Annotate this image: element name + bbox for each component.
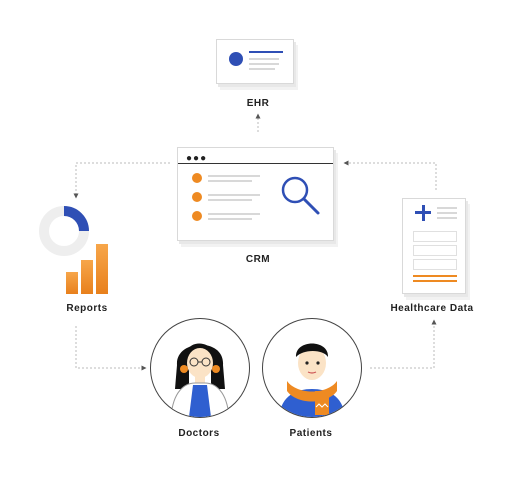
connector-healthcare-crm bbox=[343, 160, 437, 190]
patients-label: Patients bbox=[289, 428, 333, 439]
doctor-avatar-icon bbox=[150, 318, 250, 418]
donut-chart-icon bbox=[39, 206, 89, 256]
medical-document-icon bbox=[402, 198, 466, 294]
crm-label: CRM bbox=[245, 254, 271, 265]
browser-window-icon: ●●● bbox=[186, 153, 208, 164]
doctors-label: Doctors bbox=[178, 428, 220, 439]
ehr-label: EHR bbox=[246, 98, 270, 109]
ehr-card bbox=[216, 39, 294, 84]
crm-list-dot-2 bbox=[192, 192, 202, 202]
connector-reports-doctors bbox=[75, 326, 147, 371]
healthcare-data-label: Healthcare Data bbox=[390, 303, 474, 314]
bar-chart-icon bbox=[64, 242, 112, 294]
connector-crm-reports bbox=[73, 162, 170, 199]
crm-list-dot-3 bbox=[192, 211, 202, 221]
profile-card-icon bbox=[229, 52, 243, 66]
reports-label: Reports bbox=[66, 303, 108, 314]
bar-3 bbox=[96, 244, 108, 294]
bar-2 bbox=[81, 260, 93, 294]
bar-1 bbox=[66, 272, 78, 294]
crm-list-dot-1 bbox=[192, 173, 202, 183]
search-icon bbox=[281, 176, 320, 215]
connector-patients-healthcare bbox=[370, 319, 437, 369]
patient-avatar-icon bbox=[262, 318, 362, 418]
crm-window: ●●● bbox=[177, 147, 334, 241]
